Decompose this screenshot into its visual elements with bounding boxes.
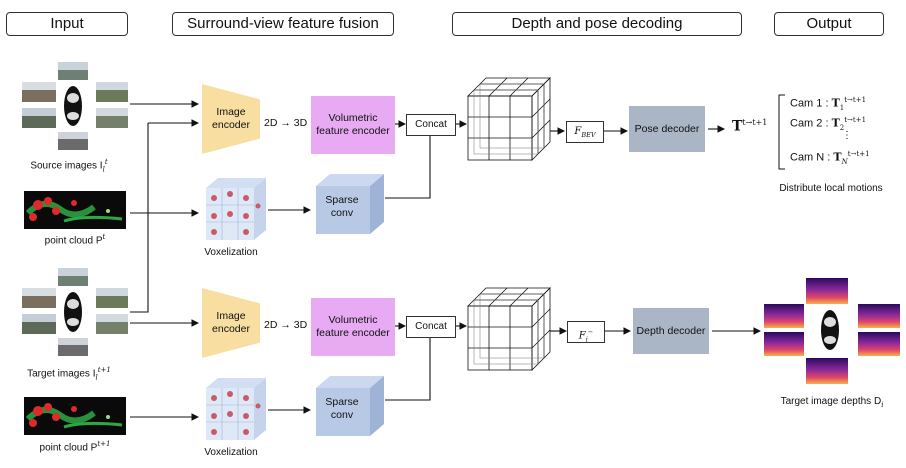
distribute-caption: Distribute local motions bbox=[779, 183, 883, 194]
lift-label-bottom: 2D → 3D bbox=[264, 319, 308, 331]
concat-bottom: Concat bbox=[406, 316, 456, 338]
point-cloud-t-image bbox=[24, 191, 126, 229]
header-fusion: Surround-view feature fusion bbox=[172, 12, 394, 36]
point-cloud-t1-image bbox=[24, 397, 126, 435]
pose-brace bbox=[778, 94, 785, 170]
transform-label: Tt→t+1 bbox=[732, 118, 768, 135]
target-images-caption: Target images Ilt+1 bbox=[27, 366, 111, 382]
point-cloud-t-caption: point cloud Pt bbox=[44, 233, 106, 247]
sparse-conv-bottom: Sparse conv bbox=[325, 396, 359, 421]
depth-decoder: Depth decoder bbox=[633, 308, 709, 354]
header-output: Output bbox=[774, 12, 884, 36]
point-cloud-t1-caption: point cloud Pt+1 bbox=[39, 440, 111, 454]
feature-volume-top bbox=[467, 77, 551, 161]
concat-top: Concat bbox=[406, 114, 456, 136]
f-i-box: Fi− bbox=[567, 321, 605, 343]
voxel-grid-top bbox=[206, 178, 266, 240]
voxelization-caption-top: Voxelization bbox=[204, 247, 258, 258]
source-images-caption: Source images Ilt bbox=[30, 158, 108, 174]
f-bev-box: FBEV bbox=[566, 121, 604, 143]
header-decoding: Depth and pose decoding bbox=[452, 12, 742, 36]
pose-output-ellipsis: ⋮ bbox=[842, 130, 852, 141]
header-input: Input bbox=[6, 12, 128, 36]
target-depths-caption: Target image depths Di bbox=[780, 396, 884, 409]
pose-output-cam2: Cam 2 : T2t→t+1 bbox=[790, 116, 867, 132]
volumetric-encoder-bottom: Volumetric feature encoder bbox=[311, 298, 395, 356]
feature-volume-bottom bbox=[467, 287, 551, 371]
depth-maps-output bbox=[764, 278, 900, 384]
sparse-conv-cube-top bbox=[316, 174, 384, 234]
sparse-conv-top: Sparse conv bbox=[325, 194, 359, 219]
target-images bbox=[22, 268, 128, 356]
volumetric-encoder-top: Volumetric feature encoder bbox=[311, 96, 395, 154]
pose-decoder: Pose decoder bbox=[629, 106, 705, 152]
voxel-grid-bottom bbox=[206, 378, 266, 440]
source-images bbox=[22, 62, 128, 150]
pose-output-cam1: Cam 1 : T1t→t+1 bbox=[790, 96, 867, 112]
voxelization-caption-bottom: Voxelization bbox=[204, 447, 258, 458]
lift-label-top: 2D → 3D bbox=[264, 117, 308, 129]
pose-output-camn: Cam N : TNt→t+1 bbox=[790, 150, 870, 166]
sparse-conv-cube-bottom bbox=[316, 376, 384, 436]
